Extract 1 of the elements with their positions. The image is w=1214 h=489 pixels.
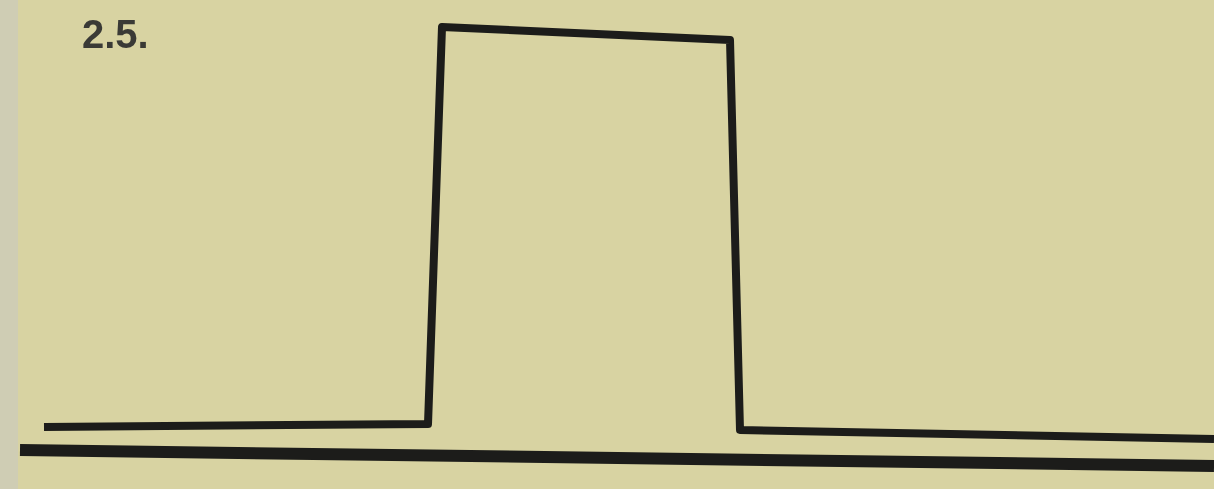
figure-number: 2.5. — [82, 12, 149, 57]
